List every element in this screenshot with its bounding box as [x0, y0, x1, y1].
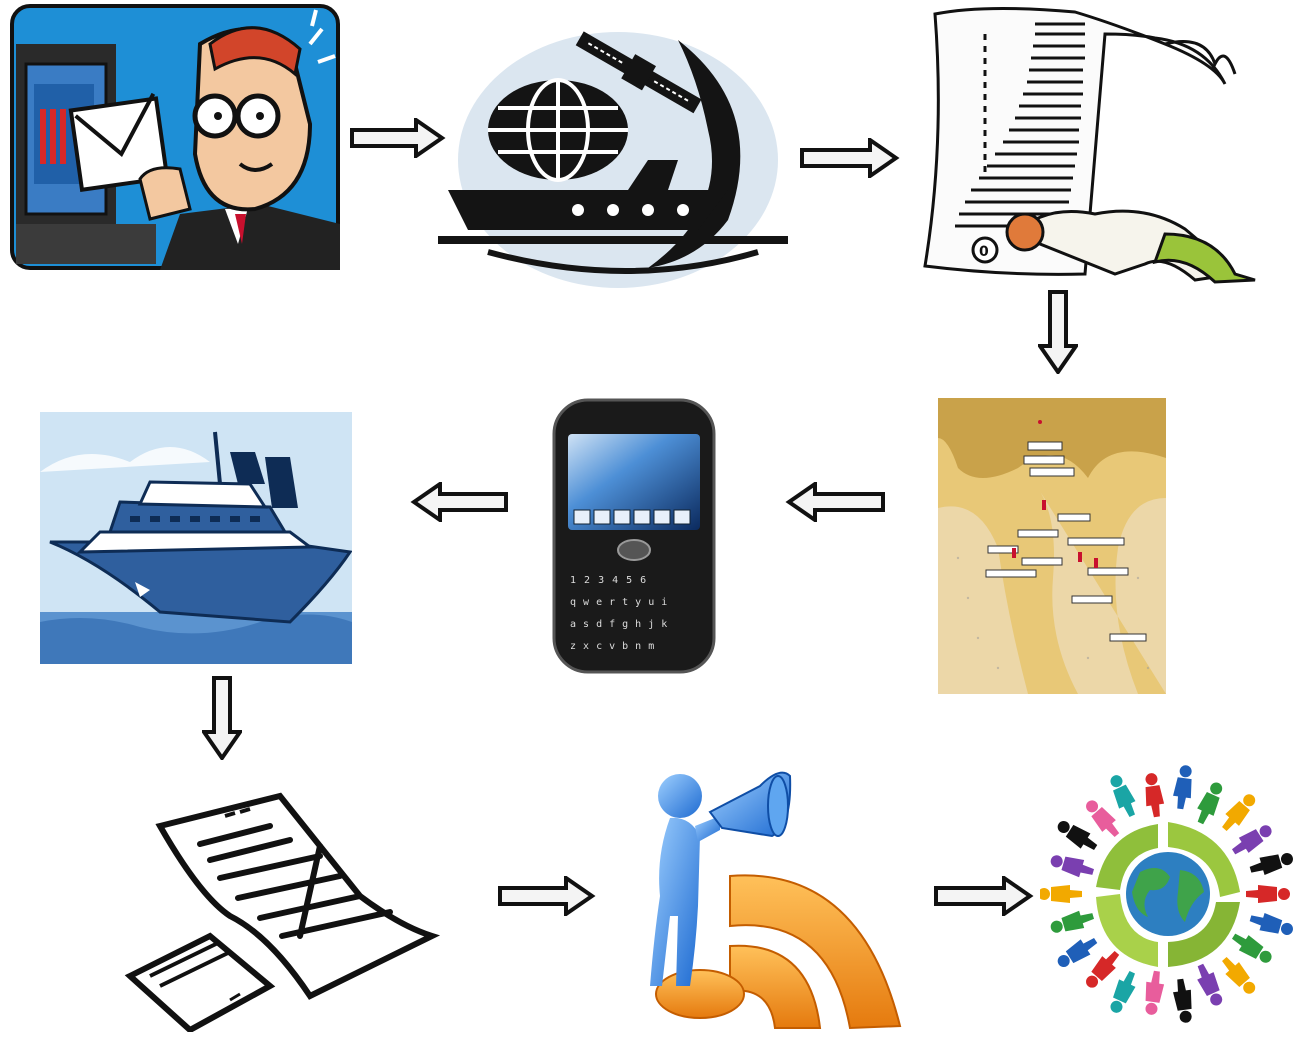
- step-smartphone: 123456 qwertyui asdfghjk zxcvbnm: [552, 398, 716, 674]
- person-figure: [1222, 957, 1256, 994]
- flow-arrow-down: [202, 676, 242, 760]
- person-figure: [1197, 782, 1223, 825]
- man-reading-printout-icon: 0: [923, 6, 1256, 284]
- person-figure: [1231, 825, 1272, 855]
- flow-arrow-right: [498, 876, 596, 916]
- person-figure: [1057, 937, 1098, 968]
- step-cruise-ship: [40, 412, 352, 664]
- man-sending-email-icon: [10, 4, 340, 270]
- phone-number-keys: 123456: [570, 575, 655, 586]
- flow-arrow-left: [785, 482, 885, 522]
- person-figure: [1145, 773, 1165, 818]
- flow-arrow-right: [350, 118, 446, 158]
- megaphone-rss-icon: [650, 771, 902, 1030]
- person-figure: [1057, 820, 1098, 851]
- people-around-globe-icon: [1040, 765, 1293, 1023]
- person-figure: [1110, 775, 1136, 818]
- person-figure: [1173, 978, 1192, 1023]
- phone-key-row-3: zxcvbnm: [570, 641, 662, 652]
- cruise-ship-icon: [40, 412, 352, 664]
- smartphone-icon: [552, 398, 716, 674]
- person-figure: [1086, 800, 1120, 838]
- nautical-chart-map-icon: [938, 398, 1166, 694]
- person-figure: [1197, 963, 1223, 1006]
- person-figure: [1249, 853, 1293, 876]
- person-figure: [1040, 885, 1082, 903]
- person-figure: [1222, 794, 1256, 831]
- phone-key-row-2: asdfghjk: [570, 619, 675, 630]
- step-email-sender: [10, 4, 340, 270]
- fax-document-icon: [124, 792, 441, 1032]
- flow-arrow-left: [410, 482, 508, 522]
- flow-arrow-right: [934, 876, 1034, 916]
- person-figure: [1231, 933, 1272, 963]
- person-figure: [1246, 885, 1290, 903]
- person-figure: [1173, 765, 1192, 810]
- person-figure: [1050, 855, 1095, 878]
- svg-text:0: 0: [979, 244, 989, 260]
- person-figure: [1050, 910, 1095, 933]
- flow-arrow-right: [800, 138, 900, 178]
- phone-keyboard: 123456 qwertyui asdfghjk zxcvbnm: [570, 570, 698, 658]
- step-broadcast-rss: [640, 756, 928, 1034]
- person-figure: [1086, 950, 1120, 988]
- person-figure: [1249, 912, 1293, 935]
- step-satellite-network: [428, 20, 788, 290]
- satellite-globe-ship-icon: [438, 31, 788, 288]
- step-fax-document: [120, 786, 446, 1032]
- phone-key-row-1: qwertyui: [570, 597, 675, 608]
- person-figure: [1110, 970, 1136, 1013]
- step-global-community: [1040, 752, 1296, 1034]
- flow-arrow-down: [1038, 290, 1078, 374]
- step-nautical-chart: [938, 398, 1166, 694]
- person-figure: [1145, 970, 1165, 1015]
- step-data-analysis: 0: [915, 4, 1275, 286]
